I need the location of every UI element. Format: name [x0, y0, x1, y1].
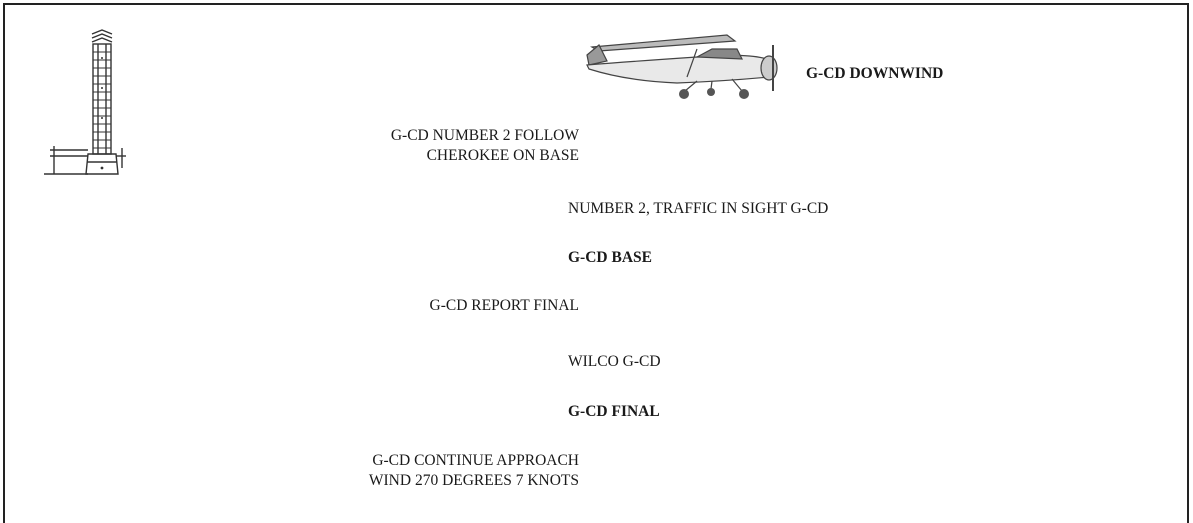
atc-continue-approach-line1: G-CD CONTINUE APPROACH	[372, 451, 579, 471]
aircraft-icon	[577, 25, 782, 105]
atc-report-final: G-CD REPORT FINAL	[430, 296, 580, 316]
pilot-base-call: G-CD BASE	[568, 248, 652, 268]
atc-continue-approach-line2: WIND 270 DEGREES 7 KNOTS	[369, 471, 579, 491]
pilot-wilco: WILCO G-CD	[568, 352, 661, 372]
pilot-final-call: G-CD FINAL	[568, 402, 660, 422]
control-tower-icon	[40, 28, 150, 180]
pilot-traffic-in-sight: NUMBER 2, TRAFFIC IN SIGHT G-CD	[568, 199, 828, 219]
atc-follow-instruction-line2: CHEROKEE ON BASE	[427, 146, 579, 166]
pilot-downwind-call: G-CD DOWNWIND	[806, 64, 943, 84]
atc-follow-instruction-line1: G-CD NUMBER 2 FOLLOW	[391, 126, 579, 146]
